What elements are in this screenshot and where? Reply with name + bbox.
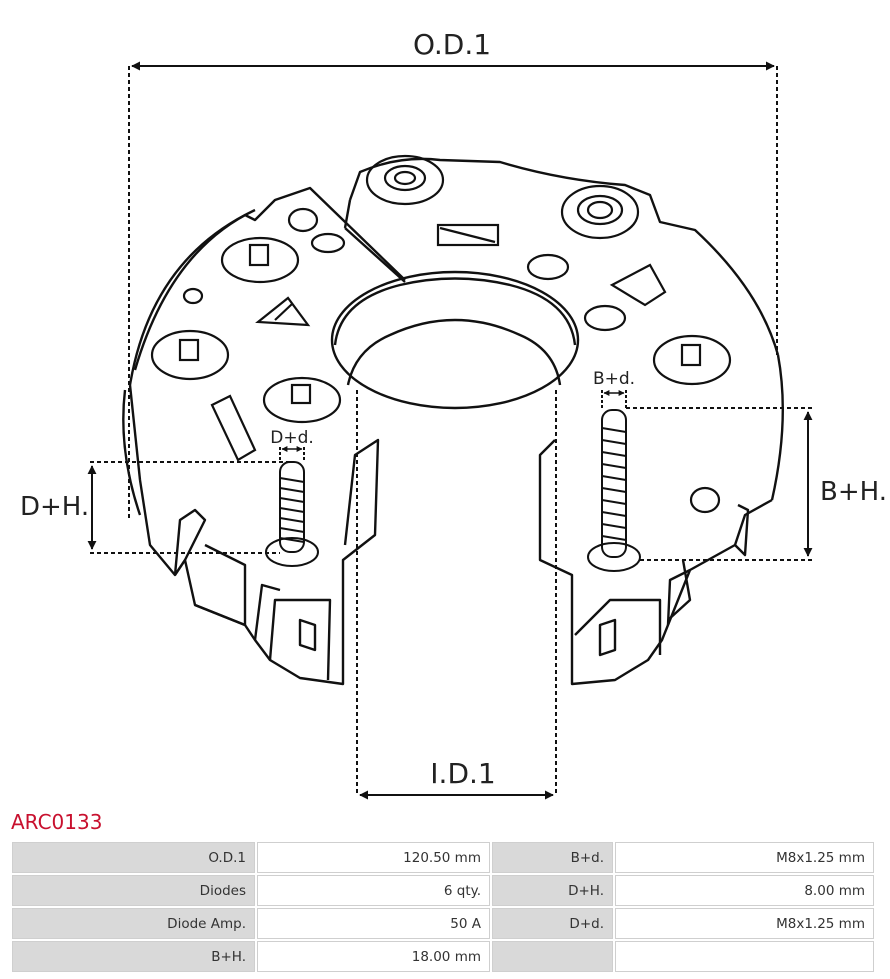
terminal-features [150, 154, 732, 514]
spec-value: M8x1.25 mm [615, 908, 874, 939]
spec-key: B+d. [492, 842, 613, 873]
table-row: Diodes 6 qty. D+H. 8.00 mm [12, 875, 874, 906]
part-code: ARC0133 [11, 810, 103, 834]
table-row: B+H. 18.00 mm [12, 941, 874, 972]
rectifier-drawing: O.D.1 I.D.1 B+H. D+H. D+d. B+d. [20, 28, 887, 800]
spec-key: B+H. [12, 941, 255, 972]
spec-value: 6 qty. [257, 875, 490, 906]
bolt-right [587, 409, 641, 572]
spec-value: M8x1.25 mm [615, 842, 874, 873]
spec-value: 50 A [257, 908, 490, 939]
bh-label: B+H. [820, 477, 887, 507]
spec-key: Diodes [12, 875, 255, 906]
spec-key: D+d. [492, 908, 613, 939]
spec-key [492, 941, 613, 972]
spec-value: 8.00 mm [615, 875, 874, 906]
dd-label: D+d. [270, 428, 314, 448]
spec-key: O.D.1 [12, 842, 255, 873]
dimension-lines [87, 61, 813, 800]
table-row: Diode Amp. 50 A D+d. M8x1.25 mm [12, 908, 874, 939]
od1-label: O.D.1 [413, 28, 491, 61]
dh-label: D+H. [20, 492, 89, 522]
spec-value: 120.50 mm [257, 842, 490, 873]
spec-value [615, 941, 874, 972]
rectifier-body [122, 157, 784, 686]
id1-label: I.D.1 [430, 757, 495, 790]
bd-label: B+d. [593, 369, 635, 389]
spec-table: O.D.1 120.50 mm B+d. M8x1.25 mm Diodes 6… [10, 840, 876, 974]
bolt-left [265, 461, 319, 567]
table-row: O.D.1 120.50 mm B+d. M8x1.25 mm [12, 842, 874, 873]
spec-key: D+H. [492, 875, 613, 906]
spec-key: Diode Amp. [12, 908, 255, 939]
spec-value: 18.00 mm [257, 941, 490, 972]
